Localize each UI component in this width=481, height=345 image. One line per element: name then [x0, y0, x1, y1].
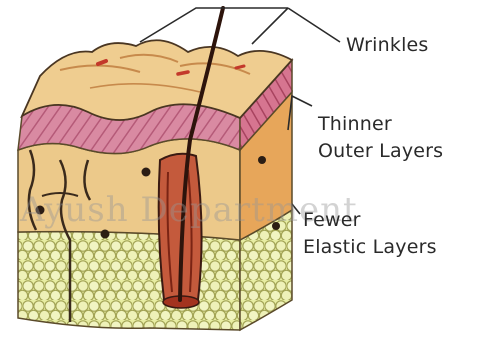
label-wrinkles-text: Wrinkles: [346, 32, 429, 59]
label-fewer-line2: Elastic Layers: [303, 234, 437, 261]
label-thinner-line2: Outer Layers: [318, 138, 443, 165]
label-thinner-line1: Thinner: [318, 111, 443, 138]
label-fewer-elastic-layers: Fewer Elastic Layers: [303, 207, 437, 261]
label-wrinkles: Wrinkles: [346, 32, 429, 59]
label-thinner-outer-layers: Thinner Outer Layers: [318, 111, 443, 165]
label-fewer-line1: Fewer: [303, 207, 437, 234]
